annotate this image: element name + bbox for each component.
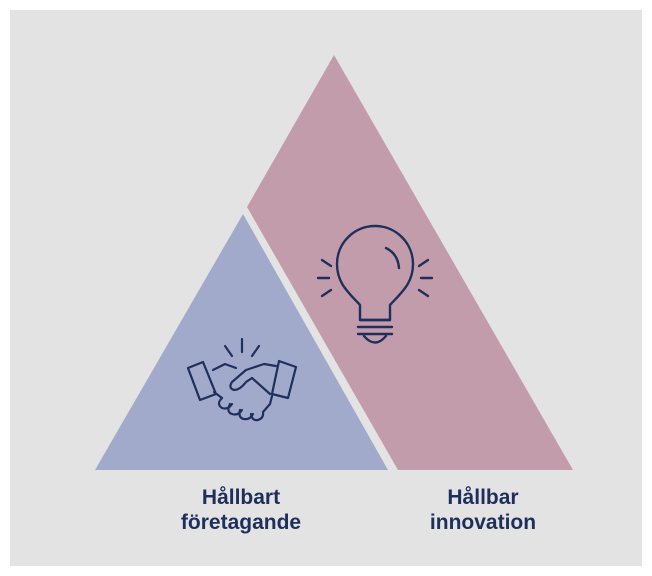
label-hallbart-foretagande: Hållbart företagande: [141, 485, 341, 535]
lightbulb-icon: [316, 224, 434, 344]
label-right-line1: Hållbar: [447, 486, 519, 509]
label-left-line1: Hållbart: [201, 486, 281, 509]
right-parallelogram: [247, 55, 573, 470]
label-hallbar-innovation: Hållbar innovation: [383, 485, 583, 535]
handshake-icon: [186, 337, 298, 422]
label-right-line2: innovation: [429, 511, 537, 534]
label-left-line2: företagande: [180, 511, 302, 534]
